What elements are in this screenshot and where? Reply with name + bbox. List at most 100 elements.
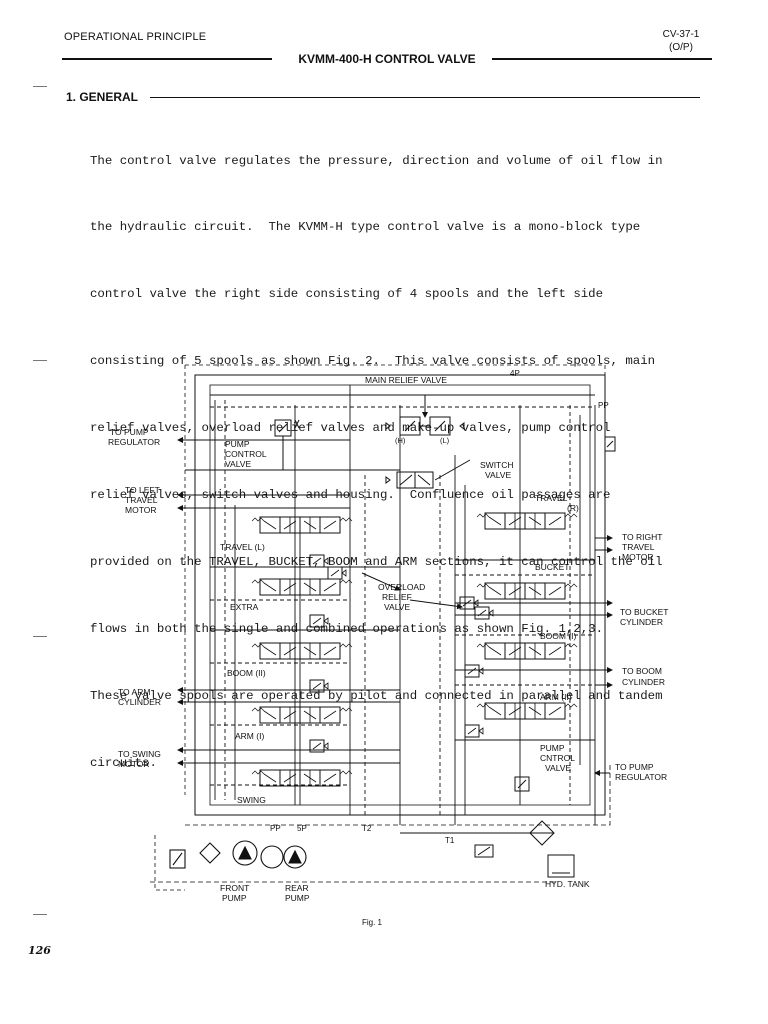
label-travel-r: TRAVEL xyxy=(535,493,568,503)
margin-mark xyxy=(33,360,47,361)
label-to-swing: MOTOR xyxy=(118,759,149,769)
label-overload-relief-valve: OVERLOAD xyxy=(378,582,425,592)
paragraph-line: control valve the right side consisting … xyxy=(90,287,604,302)
label-boom-i: BOOM (I) xyxy=(540,631,577,641)
label-to-bucket: CYLINDER xyxy=(620,617,663,627)
label-bucket: BUCKET xyxy=(535,562,569,572)
document-code: CV-37-1 (O/P) xyxy=(650,28,712,54)
label-to-left-travel: TO LEFT xyxy=(125,485,160,495)
label-pump-cntrol-valve: PUMP xyxy=(540,743,565,753)
label-to-right-travel: TRAVEL xyxy=(622,542,655,552)
paragraph-line: circuits. xyxy=(90,755,157,770)
paragraph-line: flows in both the single and combined op… xyxy=(90,621,604,636)
label-h: (H) xyxy=(395,436,406,445)
spool-arm-i xyxy=(251,706,353,724)
document-code-line-1: CV-37-1 xyxy=(662,29,700,40)
label-to-left-travel: TRAVEL xyxy=(125,495,158,505)
label-switch-valve: SWITCH xyxy=(480,460,514,470)
label-switch-valve: VALVE xyxy=(485,470,511,480)
label-to-pump-regulator-left: REGULATOR xyxy=(108,437,160,447)
hydraulic-circuit-diagram: MAIN RELIEF VALVE 4P PP TO PUMP REGULATO… xyxy=(108,364,669,903)
label-front-pump: FRONT xyxy=(220,883,249,893)
label-to-left-travel: MOTOR xyxy=(125,505,156,515)
label-port-4p: 4P xyxy=(510,369,520,378)
spool-bucket xyxy=(476,582,578,600)
paragraph-line: provided on the TRAVEL, BUCKET, BOOM and… xyxy=(90,554,663,569)
label-pump-cntrol-valve: CNTROL xyxy=(540,753,575,763)
margin-mark xyxy=(33,914,47,915)
label-to-right-travel: TO RIGHT xyxy=(622,532,662,542)
label-l: (L) xyxy=(440,436,450,445)
spool-extra xyxy=(251,578,353,596)
pump-control-valve-right-symbol xyxy=(514,436,616,792)
label-to-pump-regulator-right: REGULATOR xyxy=(615,772,667,782)
label-pp-bottom: PP xyxy=(270,824,281,833)
pump-control-valve-symbol xyxy=(274,419,300,470)
spool-swing xyxy=(251,769,353,787)
label-arm-ii: ARM (II) xyxy=(540,692,572,702)
spool-travel-left xyxy=(251,516,353,534)
margin-mark xyxy=(33,636,47,637)
page-title: KVMM-400-H CONTROL VALVE xyxy=(62,52,712,66)
spool-boom-i xyxy=(476,642,578,660)
spool-travel-right xyxy=(476,512,578,530)
label-port-5p: 5P xyxy=(297,824,307,833)
label-extra: EXTRA xyxy=(230,602,259,612)
page-number: 126 xyxy=(28,944,51,957)
general-paragraph: The control valve regulates the pressure… xyxy=(90,105,710,796)
filter-and-tank xyxy=(474,820,575,878)
label-travel-l: TRAVEL (L) xyxy=(220,542,265,552)
label-to-swing: TO SWING xyxy=(118,749,161,759)
arrows xyxy=(177,437,613,776)
paragraph-line: The control valve regulates the pressure… xyxy=(90,153,663,168)
figure-caption: Fig. 1 xyxy=(362,918,383,927)
label-t2: T2 xyxy=(362,824,372,833)
label-to-arm: TO ARM xyxy=(118,687,150,697)
section-label: OPERATIONAL PRINCIPLE xyxy=(64,31,207,43)
label-swing: SWING xyxy=(237,795,266,805)
label-rear-pump: REAR xyxy=(285,883,309,893)
label-to-bucket: TO BUCKET xyxy=(620,607,669,617)
label-overload-relief-valve: RELIEF xyxy=(382,592,412,602)
label-boom-ii: BOOM (II) xyxy=(227,668,266,678)
paragraph-line: These valve spools are operated by pilot… xyxy=(90,688,663,703)
outer-boundary xyxy=(150,364,611,891)
main-relief-valve-symbol xyxy=(385,395,465,436)
page-title-text: KVMM-400-H CONTROL VALVE xyxy=(292,52,482,66)
section-heading: 1. GENERAL xyxy=(66,90,143,104)
label-to-pump-regulator-left: TO PUMP xyxy=(110,427,149,437)
document-code-line-2: (O/P) xyxy=(669,42,693,53)
heading-rule xyxy=(150,97,700,98)
margin-mark xyxy=(33,86,47,87)
title-rule-right xyxy=(492,58,712,60)
label-pump-control-valve: VALVE xyxy=(225,459,251,469)
title-rule-left xyxy=(62,58,272,60)
label-to-right-travel: MOTOR xyxy=(622,552,653,562)
label-port-pp-top: PP xyxy=(598,401,609,410)
label-to-pump-regulator-right: TO PUMP xyxy=(615,762,654,772)
label-to-boom: CYLINDER xyxy=(622,677,665,687)
label-main-relief-valve: MAIN RELIEF VALVE xyxy=(365,375,447,385)
spool-boom-ii xyxy=(251,642,353,660)
label-arm-i: ARM (I) xyxy=(235,731,264,741)
label-front-pump: PUMP xyxy=(222,893,247,903)
paragraph-line: relief valves, switch valves and housing… xyxy=(90,488,611,503)
left-vertical-lines xyxy=(214,385,401,825)
spool-arm-ii xyxy=(476,702,578,720)
label-pump-control-valve: PUMP xyxy=(225,439,250,449)
label-rear-pump: PUMP xyxy=(285,893,310,903)
label-to-arm: CYLINDER xyxy=(118,697,161,707)
paragraph-line: the hydraulic circuit. The KVMM-H type c… xyxy=(90,220,641,235)
label-pump-control-valve: CONTROL xyxy=(225,449,267,459)
label-pump-cntrol-valve: VALVE xyxy=(545,763,571,773)
title-rule: KVMM-400-H CONTROL VALVE xyxy=(62,52,712,66)
label-to-boom: TO BOOM xyxy=(622,666,662,676)
label-hyd-tank: HYD. TANK xyxy=(545,879,590,889)
diagram-labels: MAIN RELIEF VALVE 4P PP TO PUMP REGULATO… xyxy=(108,369,669,903)
label-travel-r: (R) xyxy=(567,503,579,513)
label-t1: T1 xyxy=(445,836,455,845)
switch-valve-symbol xyxy=(385,459,471,489)
pumps xyxy=(169,840,307,869)
right-vertical-lines xyxy=(439,405,596,825)
label-overload-relief-valve: VALVE xyxy=(384,602,410,612)
